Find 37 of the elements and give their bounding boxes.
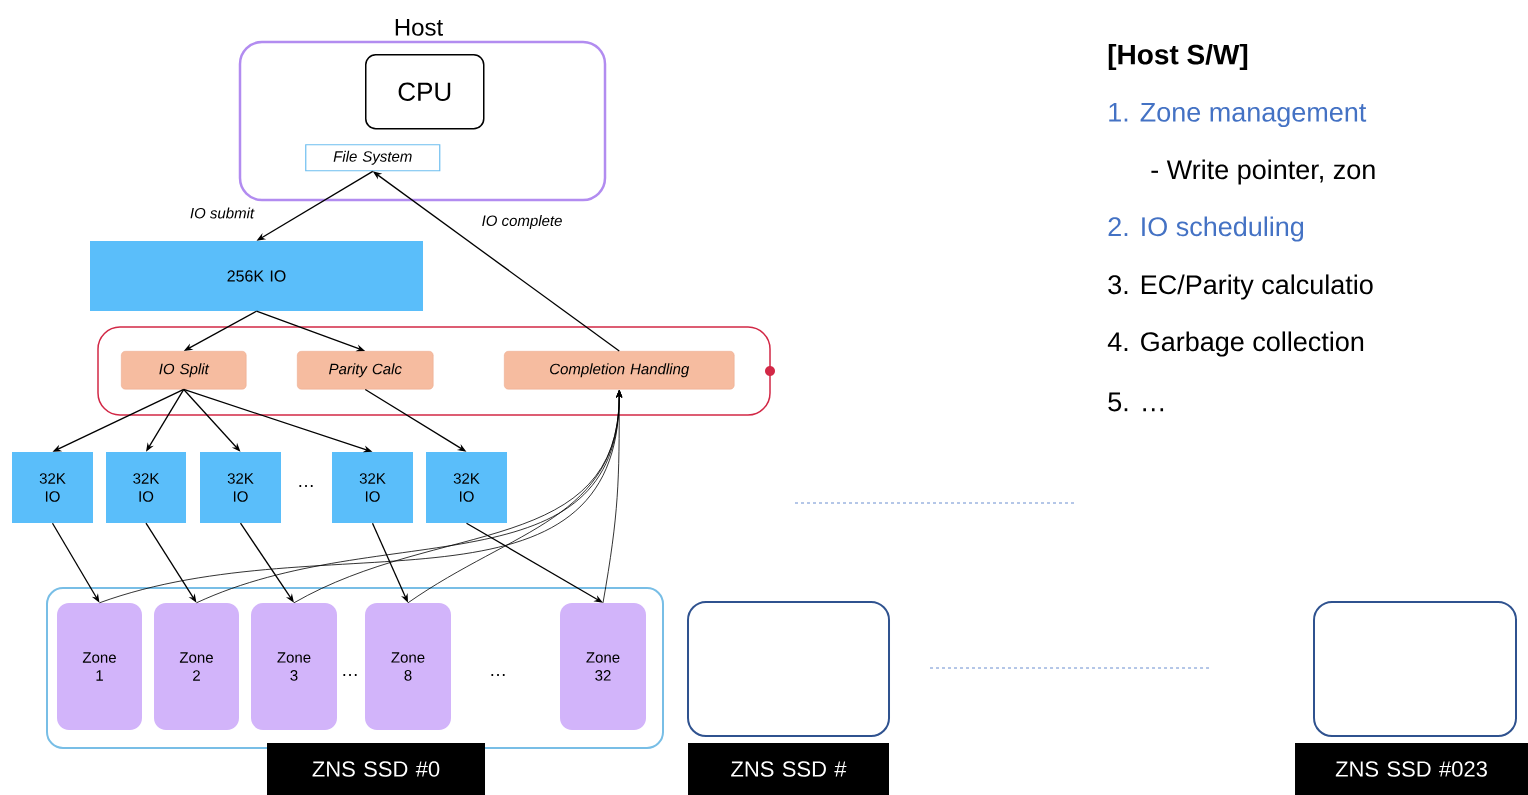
process-box: IO Split [121, 351, 247, 390]
zone-box: Zone 32 [560, 603, 646, 730]
ellipsis: … [491, 674, 505, 676]
io-block: 32K IO [12, 452, 93, 523]
file-system-box: File System [305, 144, 441, 172]
zone-box: Zone 2 [154, 603, 239, 730]
ellipsis: … [343, 674, 357, 676]
list-item: 5. … [1108, 392, 1164, 412]
zone-box: Zone 3 [251, 603, 337, 730]
process-box: Parity Calc [297, 351, 434, 390]
heading: [Host S/W] [1108, 43, 1248, 71]
ssd-box [687, 601, 890, 737]
arrow [602, 390, 623, 604]
list-item: 4. Garbage collection [1107, 331, 1364, 357]
edge-label: IO submit [188, 206, 256, 220]
node-label: Host [395, 19, 443, 36]
ellipsis: … [299, 485, 313, 487]
ssd-box [1313, 601, 1517, 737]
io-block: 32K IO [332, 452, 413, 523]
zone-box: Zone 8 [365, 603, 451, 730]
edge-label: IO complete [480, 214, 564, 230]
ssd-label: ZNS SSD # [688, 743, 889, 795]
io-block: 32K IO [106, 452, 186, 523]
list-item: 1. Zone management [1109, 102, 1367, 128]
process-box: Completion Handling [504, 351, 735, 390]
list-item: 3. EC/Parity calculatio [1108, 274, 1373, 300]
ssd-label: ZNS SSD #023 [1295, 743, 1528, 795]
io-block: 256K IO [90, 241, 423, 311]
io-block: 32K IO [426, 452, 507, 523]
arrow [465, 522, 603, 603]
zone-box: Zone 1 [57, 603, 142, 730]
processing-box [97, 326, 771, 416]
list-item: 2. IO scheduling [1108, 216, 1304, 242]
io-block: 32K IO [200, 452, 281, 523]
cpu-box: CPU [365, 54, 485, 130]
ssd-label: ZNS SSD #0 [267, 743, 485, 795]
list-item: - Write pointer, zon [1151, 159, 1375, 185]
